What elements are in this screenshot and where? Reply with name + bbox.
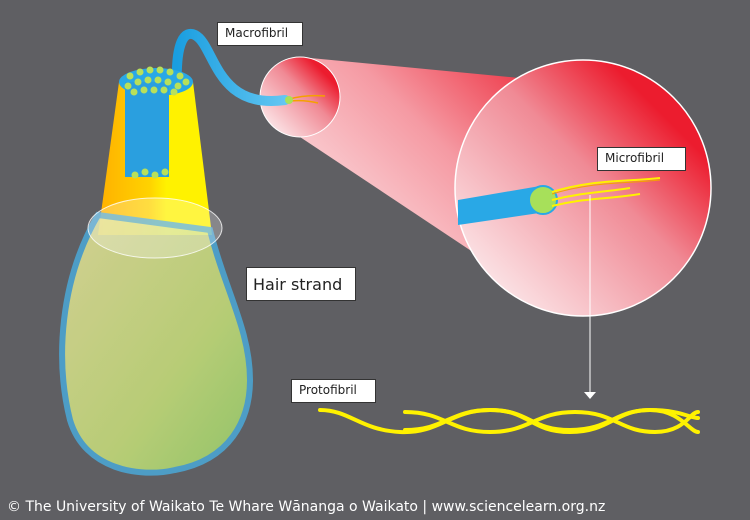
microfibril-zoom-circle	[454, 59, 712, 317]
microfibril-cross-section	[528, 185, 558, 215]
macrofibril-label: Macrofibril	[217, 22, 303, 46]
hair-strand-label: Hair strand	[246, 267, 356, 301]
bulb-rim	[87, 197, 223, 259]
protofibril-twist	[318, 407, 700, 435]
protofibril-strands	[551, 177, 661, 207]
arrow-head-icon	[584, 392, 596, 399]
hair-bulb	[59, 211, 254, 476]
copyright-footer: © The University of Waikato Te Whare Wān…	[7, 499, 606, 515]
macrofibril-bundle	[125, 82, 169, 177]
microfibril-fiber	[458, 186, 546, 225]
macrofibril-tube	[171, 28, 290, 107]
protofibril-label: Protofibril	[291, 379, 376, 403]
microfibril-label: Microfibril	[597, 147, 686, 171]
